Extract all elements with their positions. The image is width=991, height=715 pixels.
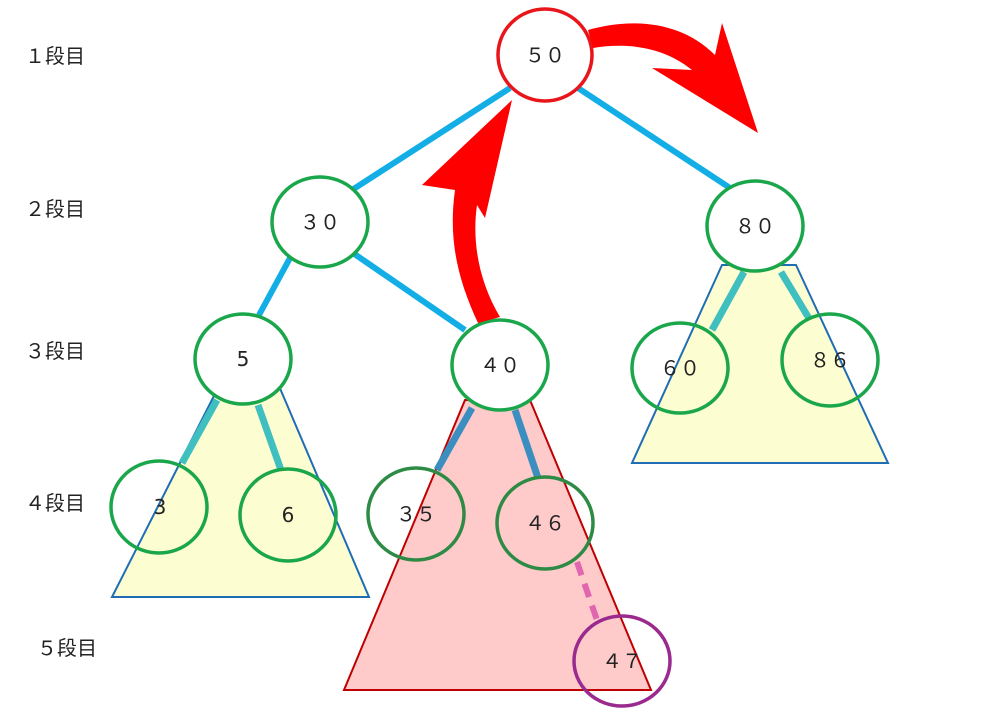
node-3-label: 3 bbox=[154, 495, 167, 519]
node-35: ３５ bbox=[366, 466, 466, 562]
node-5-label: 5 bbox=[237, 347, 250, 371]
subtree-triangle-40 bbox=[342, 399, 653, 691]
node-40: ４０ bbox=[450, 318, 550, 412]
edge-30-5 bbox=[256, 256, 293, 317]
level-label-4: ４段目 bbox=[25, 491, 85, 515]
arrow-move-50-out-icon bbox=[588, 23, 758, 133]
edge-46-47-dashed bbox=[574, 561, 601, 624]
node-86: ８６ bbox=[780, 312, 880, 408]
node-6: 6 bbox=[238, 467, 338, 563]
edge-5-6 bbox=[254, 403, 285, 472]
node-60: ６０ bbox=[630, 321, 730, 415]
node-30: ３０ bbox=[270, 175, 370, 269]
edge-80-60 bbox=[708, 270, 748, 332]
level-label-5: ５段目 bbox=[37, 636, 97, 660]
level-label-1: １段目 bbox=[25, 44, 85, 68]
edge-50-80 bbox=[576, 85, 732, 191]
node-46: ４６ bbox=[495, 475, 595, 571]
edge-5-3 bbox=[178, 398, 221, 465]
level-label-2: ２段目 bbox=[25, 197, 85, 221]
node-80-label: ８０ bbox=[735, 214, 775, 238]
node-6-label: 6 bbox=[282, 503, 295, 527]
arrow-move-40-up-icon bbox=[422, 100, 512, 323]
node-50-label: ５０ bbox=[525, 43, 565, 67]
edge-40-35 bbox=[433, 406, 476, 472]
node-80: ８０ bbox=[705, 179, 805, 273]
node-40-label: ４０ bbox=[480, 353, 520, 377]
edge-80-86 bbox=[778, 270, 813, 322]
level-label-3: ３段目 bbox=[25, 339, 85, 363]
node-47: ４７ bbox=[572, 614, 672, 708]
edge-40-46 bbox=[511, 408, 542, 480]
node-50: ５０ bbox=[496, 7, 594, 103]
node-30-label: ３０ bbox=[300, 210, 340, 234]
node-60-label: ６０ bbox=[660, 356, 700, 380]
node-35-label: ３５ bbox=[396, 502, 436, 526]
node-3: 3 bbox=[109, 459, 209, 555]
edge-30-40 bbox=[351, 250, 467, 333]
node-5: 5 bbox=[193, 312, 293, 406]
node-46-label: ４６ bbox=[525, 511, 565, 535]
node-47-label: ４７ bbox=[602, 649, 642, 673]
edge-50-30 bbox=[350, 85, 512, 193]
node-86-label: ８６ bbox=[810, 348, 850, 372]
